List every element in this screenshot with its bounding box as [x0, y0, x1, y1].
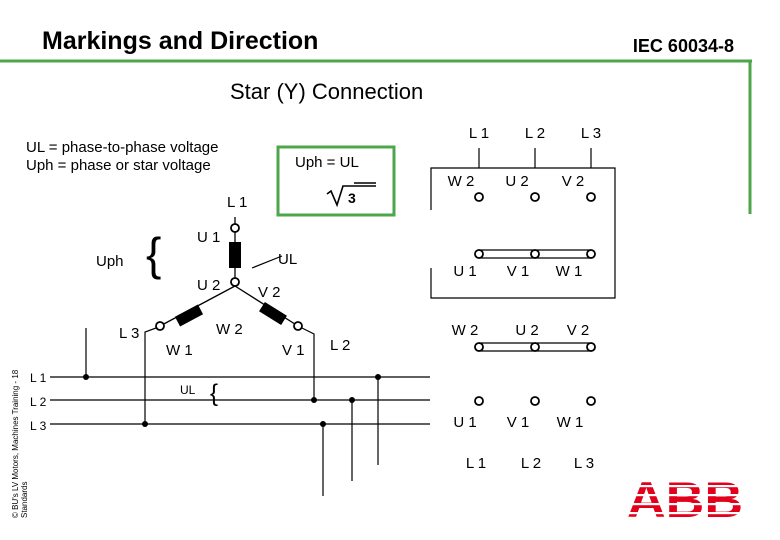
box2-terminal-v1: [530, 396, 540, 406]
label-uph: Uph: [96, 253, 124, 270]
box1-w2: W 2: [448, 173, 475, 190]
label-w1: W 1: [166, 342, 193, 359]
box1-terminal-v1: [530, 249, 540, 259]
box1-terminal-v2: [586, 192, 596, 202]
box1-top-l2: L 2: [525, 125, 545, 142]
line-label-l3: L 3: [30, 419, 47, 433]
line-label-ul: UL: [180, 383, 196, 397]
box1-u1: U 1: [453, 263, 476, 280]
winding-w: [174, 304, 204, 327]
l3-feed: [144, 327, 157, 424]
logo-stripe-4: [622, 512, 750, 515]
abb-logo: ABB: [622, 472, 750, 528]
box2-terminal-w2: [474, 342, 484, 352]
box2-terminal-w1: [586, 396, 596, 406]
tap-junction-l1: [375, 374, 381, 380]
legend-line-phase: Uph = phase or star voltage: [26, 157, 211, 174]
star-connection: L 1 U 1 U 2 { Uph UL V 2 W 2 W 1 V 1 L 3…: [83, 194, 350, 427]
line-label-l2: L 2: [30, 395, 47, 409]
tap-junction-l3: [320, 421, 326, 427]
box2-v2: V 2: [567, 322, 590, 339]
section-subtitle: Star (Y) Connection: [230, 79, 423, 104]
star-supply-label: L 1: [227, 194, 247, 211]
box2-v1: V 1: [507, 414, 530, 431]
box2-bottom-l1: L 1: [466, 455, 486, 472]
terminal-v1: [293, 321, 303, 331]
abb-logo-text: ABB: [627, 472, 743, 528]
box1-v2: V 2: [562, 173, 585, 190]
box1-v1: V 1: [507, 263, 530, 280]
standard-reference: IEC 60034-8: [633, 36, 734, 56]
box1-terminal-w2: [474, 192, 484, 202]
label-w2: W 2: [216, 321, 243, 338]
ul-arrow: [251, 255, 283, 269]
terminal-box-1: L 1 L 2 L 3 W 2 U 2 V 2 U 1 V 1 W 1: [430, 125, 616, 299]
logo-stripe-2: [622, 494, 750, 497]
terminal-box-2: W 2 U 2 V 2 U 1 V 1 W 1 L 1 L 2 L 3: [452, 322, 596, 472]
formula-lhs: Uph = UL: [295, 154, 359, 171]
label-v1: V 1: [282, 342, 305, 359]
box2-terminal-u1: [474, 396, 484, 406]
box1-terminal-u2: [530, 192, 540, 202]
copyright-line-2: Standards: [20, 482, 29, 518]
terminal-u2: [230, 277, 240, 287]
l2-feed: [301, 327, 315, 400]
box1-u2: U 2: [505, 173, 528, 190]
box1-top-l1: L 1: [469, 125, 489, 142]
label-l3: L 3: [119, 325, 139, 342]
formula-root: 3: [348, 190, 356, 206]
label-u2: U 2: [197, 277, 220, 294]
label-ul: UL: [278, 251, 297, 268]
box2-terminal-u2: [530, 342, 540, 352]
box2-w1: W 1: [557, 414, 584, 431]
label-u1: U 1: [197, 229, 220, 246]
box1-top-l3: L 3: [581, 125, 601, 142]
logo-stripe-1: [622, 485, 750, 488]
copyright-notice: © BU's LV Motors, Machines Training - 18…: [11, 369, 29, 518]
slide-title: Markings and Direction: [42, 27, 318, 55]
formula-box: Uph = UL 3: [276, 145, 396, 217]
box2-w2: W 2: [452, 322, 479, 339]
box2-u1: U 1: [453, 414, 476, 431]
label-l2: L 2: [330, 337, 350, 354]
line-label-l1: L 1: [30, 371, 47, 385]
legend-line-phase-to-phase: UL = phase-to-phase voltage: [26, 139, 219, 156]
box2-terminal-v2: [586, 342, 596, 352]
box1-frame: [430, 167, 616, 299]
box2-u2: U 2: [515, 322, 538, 339]
logo-stripe-3: [622, 503, 750, 506]
terminal-w1: [155, 321, 165, 331]
supply-lines: L 1 L 2 L 3 UL {: [30, 371, 430, 496]
copyright-line-1: © BU's LV Motors, Machines Training - 18: [11, 369, 20, 518]
box1-terminal-w1: [586, 249, 596, 259]
box2-bottom-l3: L 3: [574, 455, 594, 472]
box1-terminal-u1: [474, 249, 484, 259]
winding-v: [259, 301, 287, 326]
box1-w1: W 1: [556, 263, 583, 280]
phase-brace-icon: {: [146, 228, 161, 280]
line-brace-icon: {: [210, 380, 218, 407]
label-v2: V 2: [258, 284, 281, 301]
terminal-u1: [230, 223, 240, 233]
winding-u: [229, 242, 241, 268]
box2-bottom-l2: L 2: [521, 455, 541, 472]
tap-junction-l2: [349, 397, 355, 403]
sqrt-icon: [326, 185, 376, 208]
